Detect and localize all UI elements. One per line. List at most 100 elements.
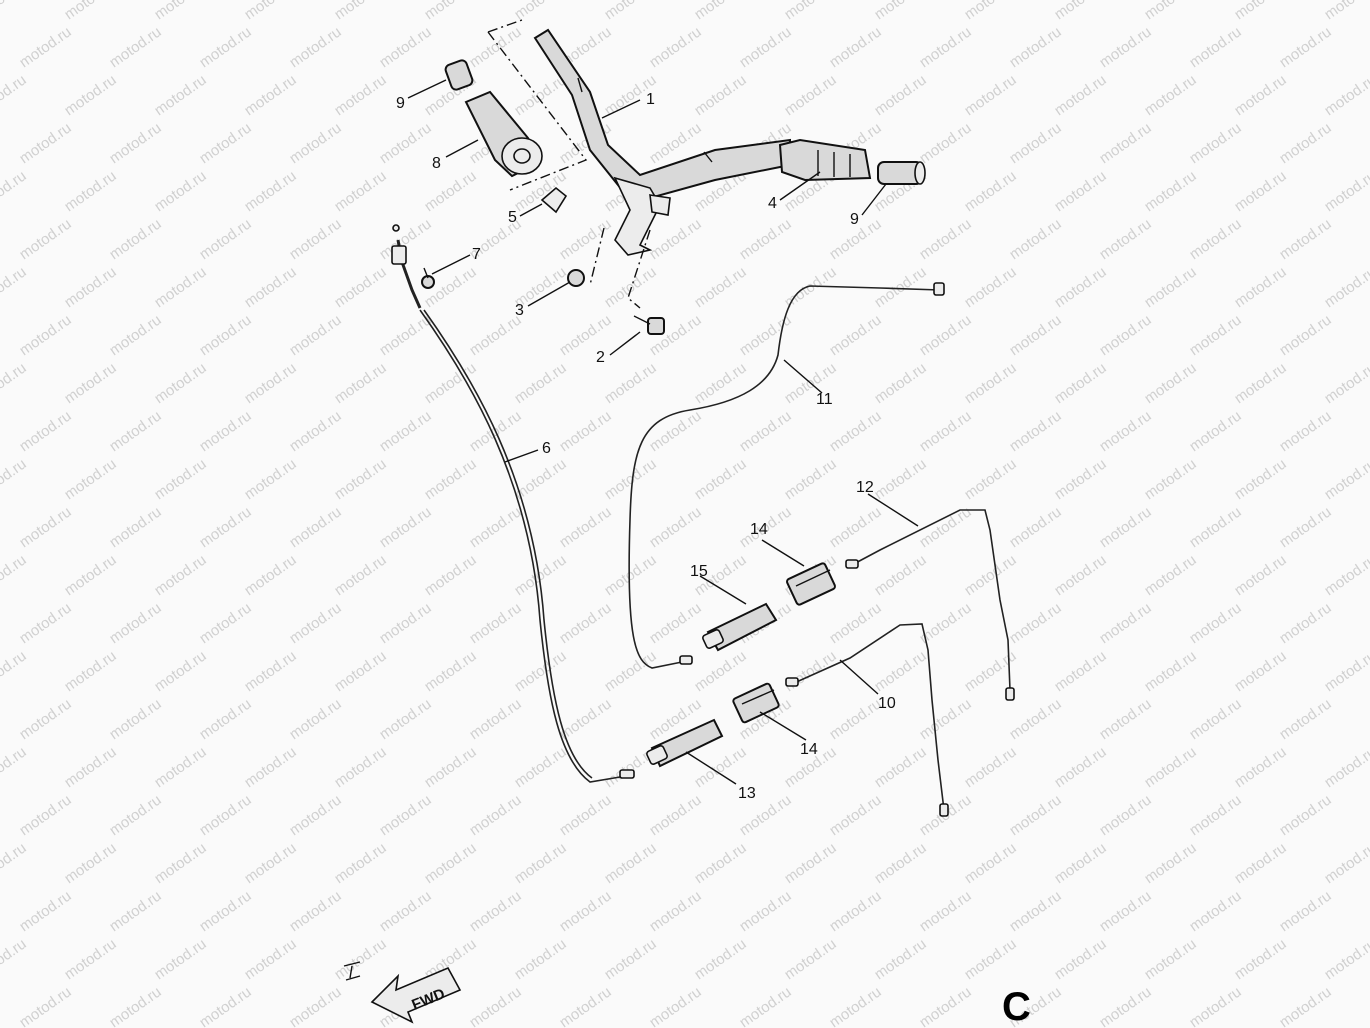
callout-4: 4 — [768, 195, 777, 212]
watermark-text: motod.ru — [106, 503, 164, 551]
watermark-text: motod.ru — [1366, 887, 1370, 935]
watermark-text: motod.ru — [376, 119, 434, 167]
watermark-text: motod.ru — [466, 23, 524, 71]
watermark-text: motod.ru — [961, 263, 1019, 311]
watermark-text: motod.ru — [16, 311, 74, 359]
watermark-text: motod.ru — [61, 0, 119, 23]
watermark-text: motod.ru — [0, 839, 30, 887]
watermark-text: motod.ru — [0, 647, 30, 695]
bar-end-right — [877, 161, 926, 185]
callout-3: 3 — [515, 302, 524, 319]
watermark-text: motod.ru — [151, 71, 209, 119]
watermark-text: motod.ru — [601, 647, 659, 695]
watermark-text: motod.ru — [826, 23, 884, 71]
watermark-text: motod.ru — [1006, 23, 1064, 71]
corner-letter: C — [1002, 985, 1031, 1028]
watermark-text: motod.ru — [1096, 23, 1154, 71]
watermark-text: motod.ru — [1366, 215, 1370, 263]
watermark-text: motod.ru — [601, 935, 659, 983]
watermark-text: motod.ru — [1141, 0, 1199, 23]
watermark-text: motod.ru — [916, 407, 974, 455]
watermark-text: motod.ru — [1276, 215, 1334, 263]
watermark-text: motod.ru — [376, 695, 434, 743]
watermark-text: motod.ru — [106, 695, 164, 743]
watermark-text: motod.ru — [511, 551, 569, 599]
watermark-text: motod.ru — [196, 119, 254, 167]
watermark-text: motod.ru — [331, 935, 389, 983]
watermark-text: motod.ru — [1096, 503, 1154, 551]
watermark-text: motod.ru — [961, 71, 1019, 119]
watermark-text: motod.ru — [691, 263, 749, 311]
watermark-text: motod.ru — [421, 839, 479, 887]
watermark-text: motod.ru — [1141, 263, 1199, 311]
watermark-text: motod.ru — [16, 215, 74, 263]
watermark-text: motod.ru — [916, 23, 974, 71]
watermark-text: motod.ru — [1006, 119, 1064, 167]
watermark-text: motod.ru — [646, 599, 704, 647]
watermark-text: motod.ru — [1231, 263, 1289, 311]
watermark-text: motod.ru — [871, 647, 929, 695]
watermark-text: motod.ru — [1321, 839, 1370, 887]
watermark-text: motod.ru — [421, 455, 479, 503]
watermark-text: motod.ru — [286, 23, 344, 71]
watermark-text: motod.ru — [1321, 455, 1370, 503]
watermark-text: motod.ru — [1186, 599, 1244, 647]
watermark-text: motod.ru — [241, 263, 299, 311]
watermark-text: motod.ru — [871, 743, 929, 791]
callout-14-lower: 14 — [800, 741, 818, 758]
watermark-text: motod.ru — [916, 311, 974, 359]
watermark-text: motod.ru — [781, 647, 839, 695]
watermark-text: motod.ru — [961, 167, 1019, 215]
watermark-text: motod.ru — [781, 935, 839, 983]
watermark-text: motod.ru — [1096, 791, 1154, 839]
watermark-text: motod.ru — [1096, 599, 1154, 647]
watermark-text: motod.ru — [1006, 407, 1064, 455]
watermark-text: motod.ru — [0, 359, 30, 407]
watermark-text: motod.ru — [1141, 551, 1199, 599]
watermark-text: motod.ru — [1006, 695, 1064, 743]
watermark-text: motod.ru — [1186, 791, 1244, 839]
watermark-text: motod.ru — [1321, 935, 1370, 983]
watermark-text: motod.ru — [1276, 791, 1334, 839]
watermark-text: motod.ru — [106, 23, 164, 71]
watermark-text: motod.ru — [331, 743, 389, 791]
watermark-text: motod.ru — [646, 23, 704, 71]
watermark-text: motod.ru — [556, 311, 614, 359]
watermark-text: motod.ru — [1186, 119, 1244, 167]
watermark-text: motod.ru — [196, 887, 254, 935]
watermark-text: motod.ru — [61, 839, 119, 887]
watermark-text: motod.ru — [0, 263, 30, 311]
watermark-text: motod.ru — [1096, 119, 1154, 167]
watermark-text: motod.ru — [646, 983, 704, 1028]
watermark-text: motod.ru — [286, 887, 344, 935]
bolt-part-2 — [633, 315, 665, 335]
sleeve-part-13 — [646, 718, 724, 768]
watermark-text: motod.ru — [16, 119, 74, 167]
watermark-text: motod.ru — [1141, 839, 1199, 887]
watermark-text: motod.ru — [241, 935, 299, 983]
watermark-text: motod.ru — [1321, 743, 1370, 791]
watermark-text: motod.ru — [1141, 455, 1199, 503]
watermark-text: motod.ru — [736, 23, 794, 71]
watermark-text: motod.ru — [331, 839, 389, 887]
watermark-text: motod.ru — [61, 455, 119, 503]
watermark-text: motod.ru — [511, 743, 569, 791]
watermark-text: motod.ru — [1051, 839, 1109, 887]
callout-2: 2 — [596, 349, 605, 366]
watermark-text: motod.ru — [286, 407, 344, 455]
watermark-text: motod.ru — [16, 983, 74, 1028]
watermark-text: motod.ru — [646, 887, 704, 935]
watermark-text: motod.ru — [511, 935, 569, 983]
watermark-text: motod.ru — [646, 791, 704, 839]
watermark-text: motod.ru — [1051, 551, 1109, 599]
watermark-text: motod.ru — [196, 23, 254, 71]
watermark-text: motod.ru — [646, 407, 704, 455]
watermark-text: motod.ru — [601, 551, 659, 599]
watermark-text: motod.ru — [736, 215, 794, 263]
watermark-text: motod.ru — [196, 791, 254, 839]
watermark-text: motod.ru — [241, 455, 299, 503]
watermark-text: motod.ru — [151, 455, 209, 503]
watermark-text: motod.ru — [961, 455, 1019, 503]
watermark-text: motod.ru — [1186, 23, 1244, 71]
